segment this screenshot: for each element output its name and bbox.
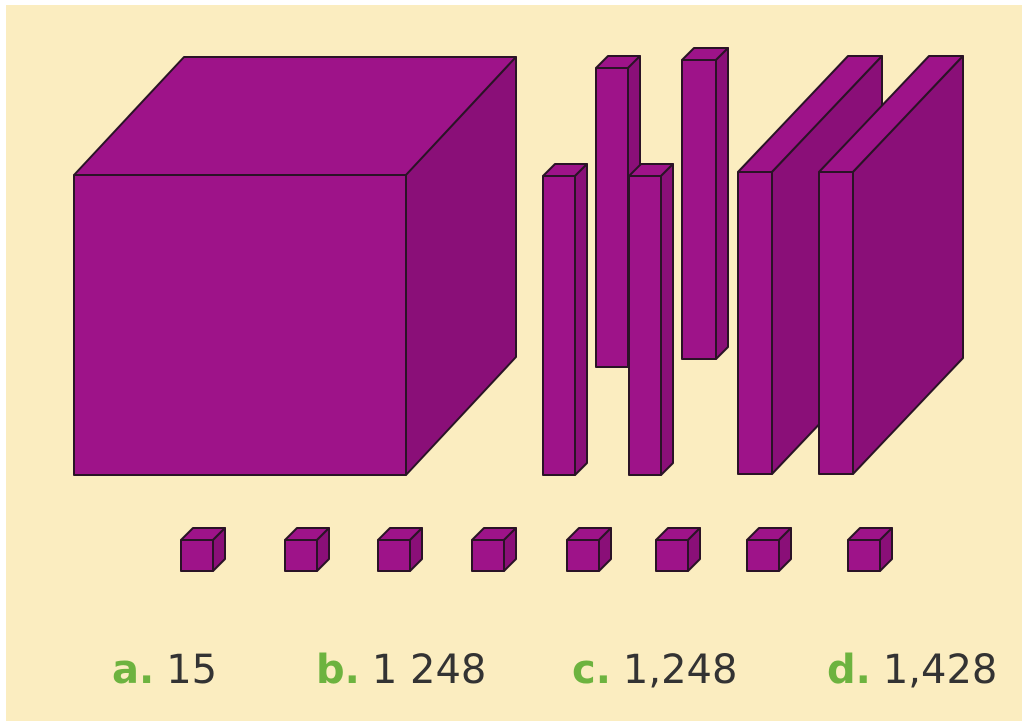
tens-rod-side-face [574,163,588,476]
ones-unit [471,527,517,572]
tens-rod-front-face [628,175,662,476]
ones-unit-front-face [180,539,214,572]
thousands-cube-front-face [73,174,407,476]
ones-unit [377,527,423,572]
answer-choices: a.15 b.1 248 c.1,248 d.1,428 [6,640,1022,700]
hundreds-flat-front-face [737,171,773,475]
ones-unit-front-face [746,539,780,572]
tens-rod [628,163,674,476]
tens-rod-front-face [681,59,717,360]
ones-unit-front-face [377,539,411,572]
tens-rod-front-face [542,175,576,476]
choice-a-value: 15 [166,647,218,693]
ones-unit-front-face [847,539,881,572]
choice-a[interactable]: a.15 [112,640,217,700]
thousands-cube [73,56,517,476]
tens-rod-side-face [660,163,674,476]
choice-d-value: 1,428 [882,647,998,693]
hundreds-flat-front-face [818,171,854,475]
choice-b[interactable]: b.1 248 [316,640,486,700]
choice-d-letter: d. [827,647,871,693]
ones-unit [180,527,226,572]
choice-c-value: 1,248 [622,647,738,693]
tens-rod-front-face [595,67,629,368]
choice-d[interactable]: d.1,428 [827,640,997,700]
choice-c-letter: c. [572,647,611,693]
ones-unit-front-face [566,539,600,572]
tens-rod [681,47,729,360]
hundreds-flat [818,55,964,475]
ones-unit [566,527,612,572]
ones-unit [655,527,701,572]
ones-unit-front-face [471,539,505,572]
ones-unit [847,527,893,572]
ones-unit [746,527,792,572]
choice-a-letter: a. [112,647,155,693]
choice-c[interactable]: c.1,248 [572,640,737,700]
ones-unit [284,527,330,572]
ones-unit-front-face [284,539,318,572]
tens-rod [542,163,588,476]
ones-unit-front-face [655,539,689,572]
choice-b-value: 1 248 [371,647,487,693]
choice-b-letter: b. [316,647,360,693]
tens-rod-side-face [715,47,729,360]
